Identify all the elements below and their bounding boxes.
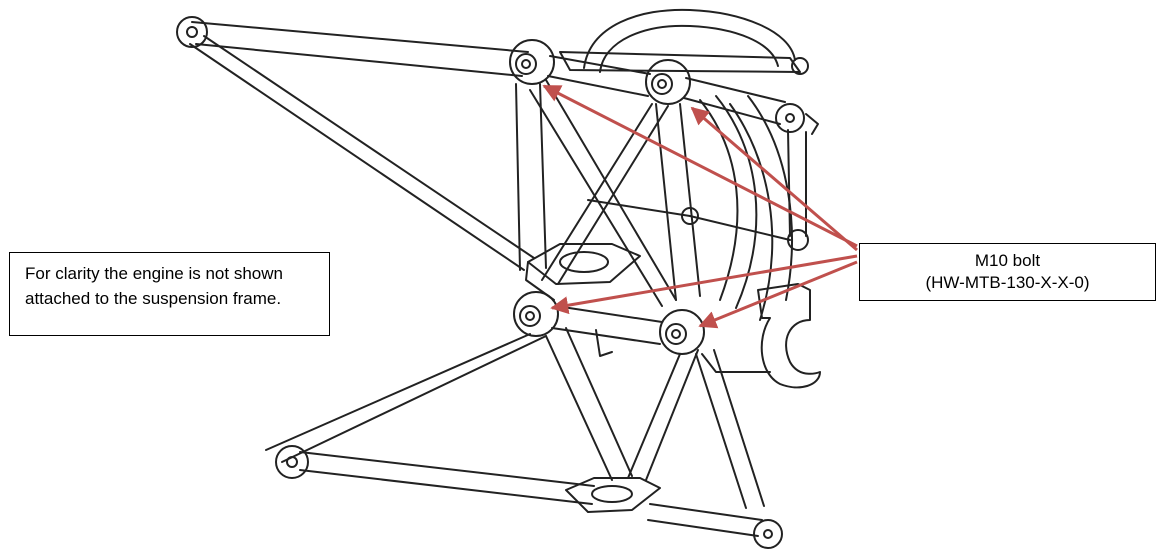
rear-right-tab: [805, 113, 819, 135]
bottom-left-fitting: [275, 445, 309, 479]
bolt-callout-title: M10 bolt: [974, 251, 1041, 270]
upper-left-bushing: [521, 59, 531, 69]
lower-right-bushing: [671, 329, 681, 339]
lower-left-bushing: [525, 311, 535, 321]
bottom-pivot-bracket: [565, 477, 661, 513]
leader-arrow-upper-left: [542, 84, 858, 248]
lower-leg-tube: [265, 333, 531, 451]
middle-link: [689, 215, 791, 241]
inner-curved-tube: [699, 99, 739, 301]
bottom-left-fitting: [286, 456, 298, 468]
bottom-right-tube: [647, 519, 759, 537]
upper-loop-tube: [583, 8, 796, 69]
upper-left-bushing: [509, 39, 555, 85]
upper-loop-tube: [599, 24, 779, 73]
engine-note-line-2: attached to the suspension frame.: [25, 289, 282, 308]
right-end-fitting: [785, 113, 795, 123]
middle-fitting: [681, 207, 699, 225]
rear-end-fitting: [791, 57, 809, 75]
lower-left-bushing: [519, 305, 541, 327]
lower-leg-tube: [627, 353, 681, 479]
left-diagonal-tube: [189, 43, 525, 271]
left-upright-tube: [515, 83, 521, 271]
inner-curved-tube: [729, 103, 774, 321]
lower-right-leg: [695, 353, 747, 509]
lower-cross-tube: [555, 305, 663, 323]
top-right-tube: [685, 77, 786, 103]
bottom-long-tube: [299, 469, 593, 505]
middle-link: [587, 199, 691, 217]
right-upright-tube: [679, 103, 701, 297]
bolt-leader-arrows: [542, 84, 858, 329]
rear-right-tube: [787, 129, 791, 237]
upper-cross-diagonal: [529, 89, 663, 307]
top-cross-tube: [549, 55, 651, 75]
engine-mount-bracket: [559, 251, 609, 273]
lower-side-tab: [595, 329, 613, 357]
top-left-tube: [191, 21, 529, 53]
leader-arrow-lower-left: [550, 254, 858, 315]
upper-left-bushing: [515, 53, 537, 75]
right-upright-tube: [655, 103, 677, 301]
leader-arrow-lower-right: [698, 260, 858, 329]
lower-right-leg: [713, 349, 765, 507]
upper-right-bushing: [645, 59, 691, 105]
top-left-tube: [195, 43, 523, 77]
lower-leg-tube: [565, 327, 633, 477]
lower-right-leg: [701, 353, 771, 373]
right-hook-bracket: [757, 283, 821, 389]
left-diagonal-tube: [203, 35, 535, 259]
upper-right-bushing: [657, 79, 667, 89]
lower-cross-tube: [551, 327, 661, 345]
left-upright-tube: [539, 83, 547, 269]
top-rear-bar: [559, 51, 801, 73]
engine-note-line-1: For clarity the engine is not shown: [25, 264, 283, 283]
engine-mount-bracket: [527, 243, 641, 285]
lower-leg-tube: [545, 335, 613, 481]
upper-cross-diagonal: [557, 105, 669, 285]
lower-right-bushing: [665, 323, 687, 345]
upper-cross-diagonal: [545, 79, 677, 301]
lower-leg-tube: [281, 335, 547, 463]
bottom-long-tube: [299, 451, 595, 487]
top-left-end-fitting: [176, 16, 208, 48]
bottom-pivot-bracket: [591, 485, 633, 503]
top-left-end-fitting: [186, 26, 198, 38]
suspension-frame-drawing: [176, 8, 821, 549]
top-cross-tube: [547, 75, 649, 97]
bottom-right-fitting: [763, 529, 773, 539]
bolt-callout-part-number: (HW-MTB-130-X-X-0): [925, 273, 1090, 292]
upper-right-bushing: [651, 73, 673, 95]
right-end-fitting: [775, 103, 805, 133]
bottom-right-fitting: [753, 519, 783, 549]
lower-right-bushing: [659, 309, 705, 355]
engine-note-box: For clarity the engine is not shown atta…: [9, 252, 330, 336]
lower-leg-tube: [645, 349, 699, 481]
leader-arrow-upper-right: [690, 106, 858, 252]
bottom-right-tube: [649, 503, 763, 521]
bolt-callout-box: M10 bolt (HW-MTB-130-X-X-0): [859, 243, 1156, 301]
